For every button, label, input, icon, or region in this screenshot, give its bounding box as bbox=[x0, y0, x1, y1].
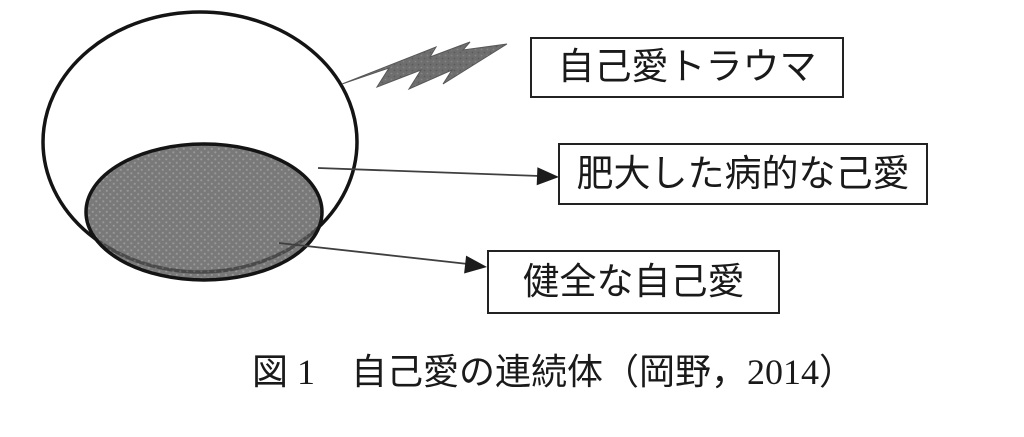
narcissistic-trauma-label-box: 自己愛トラウマ bbox=[530, 37, 844, 98]
arrow-to-healthy-box bbox=[278, 242, 487, 274]
lightning-bolt-icon bbox=[341, 41, 508, 91]
arrowhead-icon bbox=[464, 255, 487, 274]
figure-caption: 図 1 自己愛の連続体（岡野，2014） bbox=[252, 352, 856, 392]
healthy-narcissism-label-box: 健全な自己愛 bbox=[487, 250, 780, 314]
narcissistic-trauma-label: 自己愛トラウマ bbox=[557, 47, 817, 88]
pathological-narcissism-label-box: 肥大した病的な己愛 bbox=[558, 143, 928, 205]
arrowhead-icon bbox=[536, 167, 559, 186]
healthy-core-ellipse bbox=[84, 142, 324, 282]
arrow-to-pathological-box bbox=[317, 167, 559, 186]
pathological-narcissism-label: 肥大した病的な己愛 bbox=[576, 153, 910, 195]
healthy-narcissism-label: 健全な自己愛 bbox=[522, 261, 745, 303]
